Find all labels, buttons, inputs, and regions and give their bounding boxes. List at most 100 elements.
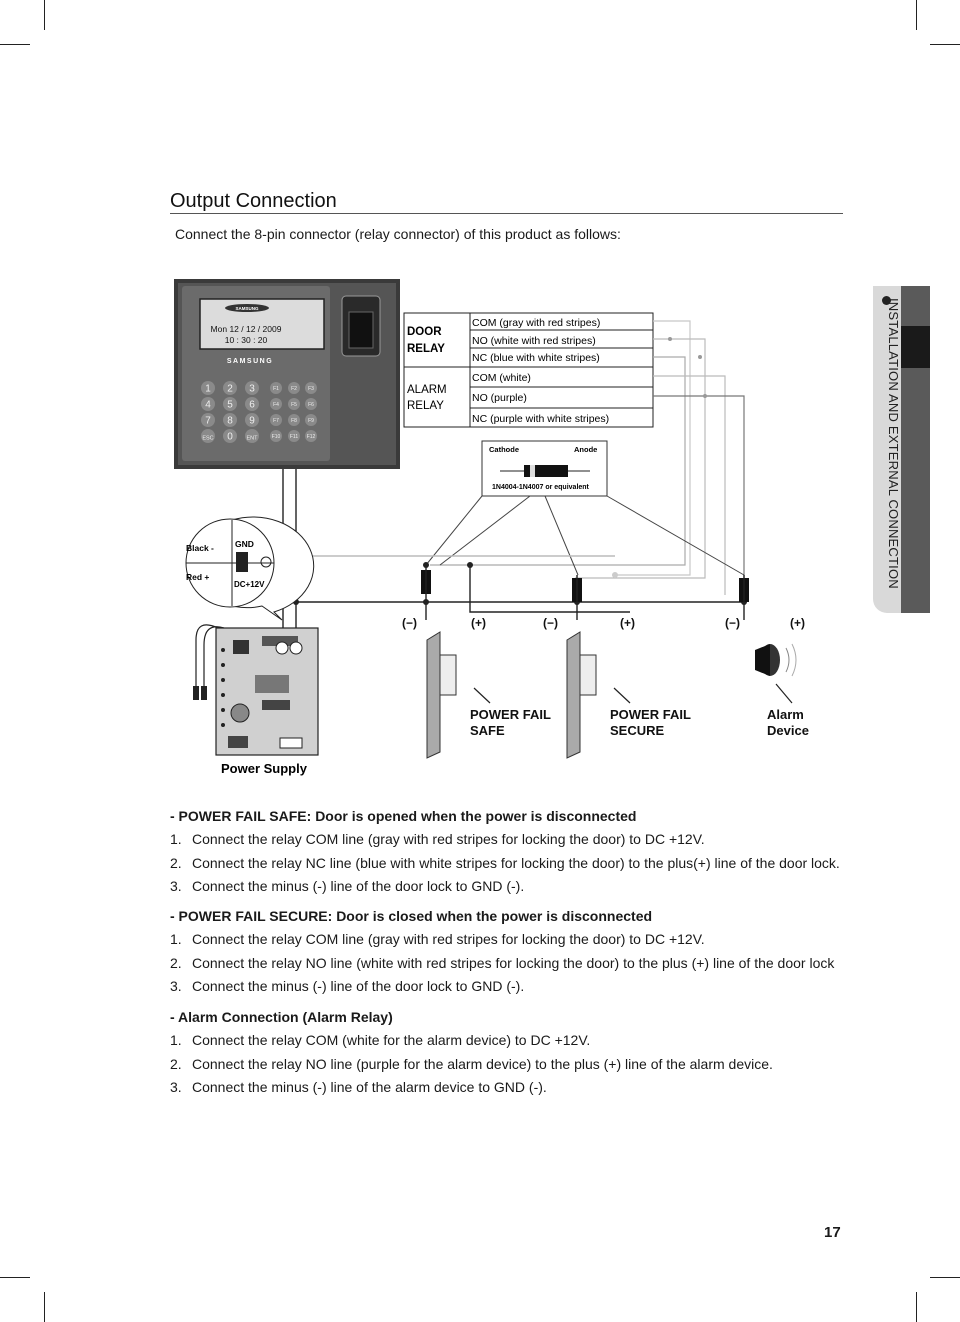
function-key [305,382,317,394]
bullet-icon [882,296,891,305]
polarity-plus-3: (+) [790,616,805,630]
instruction-heading: - Alarm Connection (Alarm Relay) [170,1009,393,1025]
alarm-no-row: NO (purple) [472,392,527,404]
step-text: Connect the relay NO line (purple for th… [192,1055,773,1072]
relay-table: DOOR RELAY COM (gray with red stripes) N… [403,312,654,428]
cathode-label: Cathode [489,445,519,454]
polarity-minus-1: (−) [402,616,417,630]
title-rule [170,213,843,214]
keypad-key-label: 8 [227,416,233,427]
function-key [288,430,300,442]
crop-mark [916,0,917,30]
function-key [288,398,300,410]
function-key-label: F2 [291,386,297,392]
screen-time: 10 : 30 : 20 [225,335,268,345]
keypad-key-label: 1 [205,384,211,395]
crop-mark [930,1277,960,1278]
door-nc-row: NC (blue with white stripes) [472,352,600,364]
function-key [270,414,282,426]
step-text: Connect the relay COM line (gray with re… [192,831,705,847]
power-supply-board [215,627,319,756]
power-fail-secure-label-1: POWER FAIL [610,707,691,722]
step-number: 1. [170,831,182,847]
section-tab-label: INSTALLATION AND EXTERNAL CONNECTION [886,298,901,589]
gnd-label: GND [235,539,254,549]
polarity-plus-1: (+) [471,616,486,630]
step-number: 1. [170,1032,182,1048]
keypad-key-label: 7 [205,416,211,427]
power-fail-safe-label-1: POWER FAIL [470,707,551,722]
crop-mark [0,1277,30,1278]
step-number: 1. [170,931,182,947]
instruction-step: 2.Connect the relay NC line (blue with w… [170,855,840,871]
step-text: Connect the minus (-) line of the door l… [192,878,525,894]
keypad-key [201,397,215,411]
door-no-row: NO (white with red stripes) [472,335,596,347]
function-key-label: F11 [290,434,298,440]
step-text: Connect the relay NC line (blue with whi… [192,854,840,871]
function-key-label: F8 [291,418,297,424]
polarity-plus-2: (+) [620,616,635,630]
step-text: Connect the relay COM (white for the ala… [192,1032,591,1048]
instruction-step: 3.Connect the minus (-) line of the door… [170,878,524,894]
keypad-key [245,429,259,443]
keypad-key-label: ENT [247,436,259,442]
function-key-label: F1 [273,386,279,392]
intro-text: Connect the 8-pin connector (relay conne… [175,226,621,242]
step-text: Connect the relay COM line (gray with re… [192,931,705,947]
keypad-key [223,413,237,427]
alarm-device-label-2: Device [767,723,809,738]
keypad-key [201,413,215,427]
polarity-minus-3: (−) [725,616,740,630]
instruction-step: 3. Connect the minus (-) line of the alar… [170,1079,547,1095]
instruction-step: 2.Connect the relay NO line (white with … [170,955,834,971]
door-lock-secure [566,631,597,759]
keypad-key-label: 3 [249,384,255,395]
function-key [270,398,282,410]
fingerprint-terminal: SAMSUNG Mon 12 / 12 / 2009 10 : 30 : 20 … [174,279,400,469]
step-text: Connect the minus (-) line of the door l… [192,978,525,994]
function-key-label: F9 [308,418,314,424]
function-key [288,382,300,394]
power-fail-safe-label-2: SAFE [470,723,505,738]
crop-mark [0,44,30,45]
tab-marker [901,326,930,368]
alarm-relay-label-2: RELAY [407,400,444,412]
alarm-relay-label-1: ALARM [407,384,447,396]
step-number: 2. [170,1055,182,1072]
page-title: Output Connection [170,190,337,212]
screen-brand: SAMSUNG [235,306,259,311]
keypad-key [201,381,215,395]
alarm-nc-row: NC (purple with white stripes) [472,413,609,425]
keypad-key [245,413,259,427]
instruction-heading: - POWER FAIL SECURE: Door is closed when… [170,908,653,924]
function-key-label: F10 [272,434,281,440]
power-fail-secure-label-2: SECURE [610,723,665,738]
door-com-row: COM (gray with red stripes) [472,317,600,329]
alarm-com-row: COM (white) [472,372,531,384]
keypad-key-label: 4 [205,400,211,411]
keypad-key-label: 9 [249,416,255,427]
function-key [305,430,317,442]
keypad-key [223,429,237,443]
keypad-key-label: 5 [227,400,233,411]
function-key-label: F6 [308,402,314,408]
step-text: Connect the minus (-) line of the alarm … [192,1079,547,1095]
step-number: 3. [170,1079,182,1095]
keypad-key-label: 6 [249,400,255,411]
step-number: 2. [170,954,182,971]
function-key [305,414,317,426]
keypad-key [223,381,237,395]
wiring-diagram: SAMSUNG Mon 12 / 12 / 2009 10 : 30 : 20 … [174,279,809,776]
power-supply-label: Power Supply [221,761,308,776]
instruction-heading: - POWER FAIL SAFE: Door is opened when t… [170,808,637,824]
instruction-step: 2. Connect the relay NO line (purple for … [170,1056,773,1072]
keypad-key-label: 2 [227,384,233,395]
function-key-label: F7 [273,418,279,424]
instruction-step: 1. Connect the relay COM line (gray with … [170,931,705,947]
crop-mark [44,0,45,30]
step-number: 3. [170,978,182,994]
polarity-minus-2: (−) [543,616,558,630]
door-relay-label-1: DOOR [407,326,442,338]
function-key [288,414,300,426]
